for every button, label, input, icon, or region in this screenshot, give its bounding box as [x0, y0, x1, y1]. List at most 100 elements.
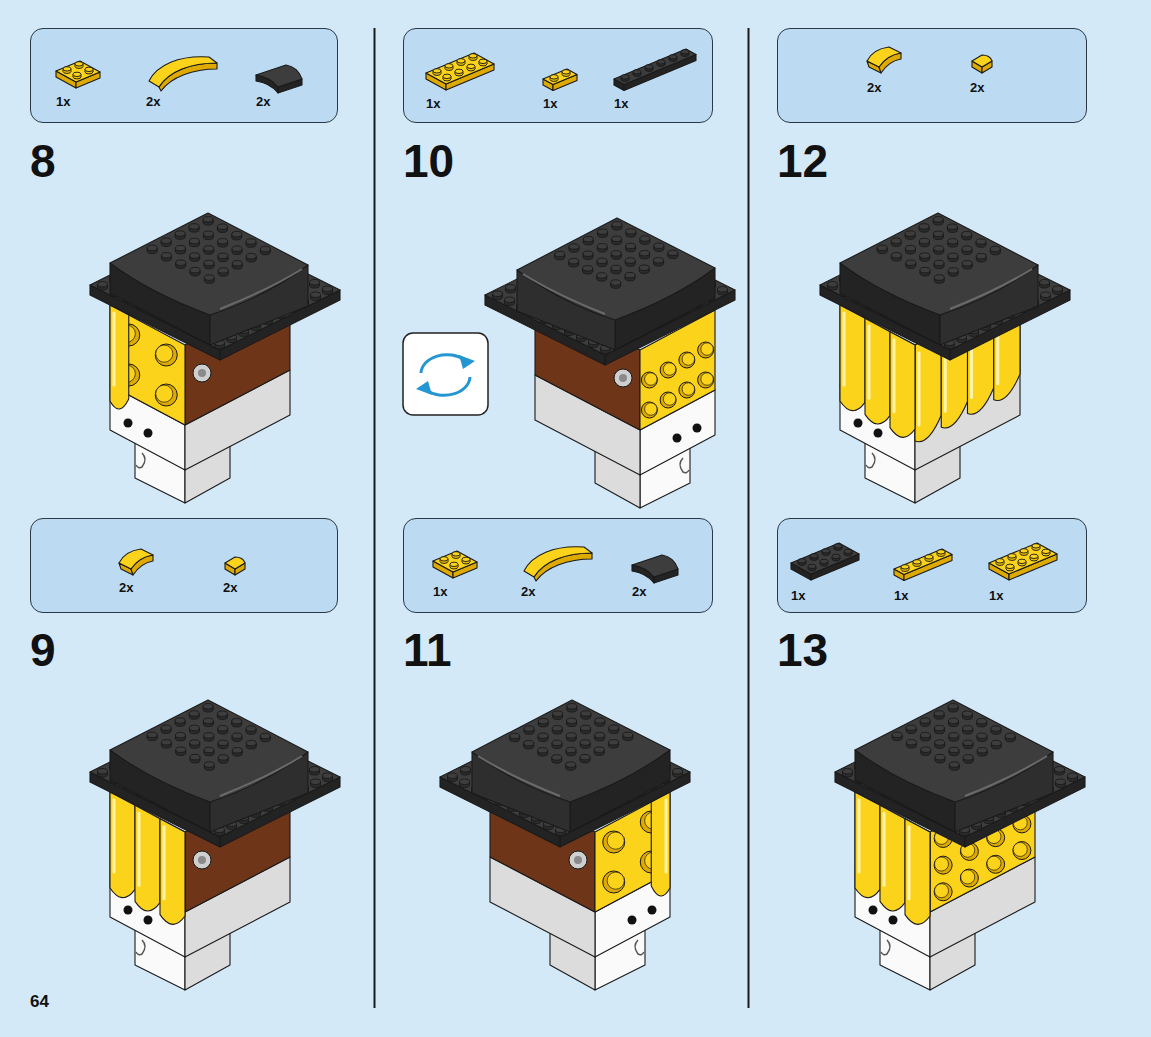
- stud: [204, 747, 214, 756]
- stud: [232, 748, 242, 757]
- stud: [660, 362, 676, 378]
- stud: [583, 266, 593, 275]
- stud: [147, 245, 157, 251]
- stud: [640, 236, 650, 242]
- stud: [654, 243, 664, 249]
- stud: [461, 767, 471, 776]
- stud: [640, 236, 650, 245]
- stud: [161, 725, 171, 731]
- stud: [569, 244, 579, 250]
- stud: [654, 258, 664, 264]
- stud: [260, 246, 270, 255]
- stud: [448, 773, 458, 779]
- stud: [189, 238, 199, 244]
- stud: [218, 268, 228, 274]
- stud: [625, 272, 635, 278]
- stud: [232, 261, 242, 267]
- stud: [625, 258, 635, 264]
- stud: [597, 258, 607, 267]
- stud: [98, 282, 108, 291]
- stud: [583, 251, 593, 260]
- stud: [175, 718, 185, 727]
- stud: [147, 732, 157, 741]
- brick-head: [440, 700, 690, 990]
- stud: [155, 384, 177, 406]
- stud: [175, 231, 185, 237]
- face-dot: [144, 916, 153, 925]
- stud: [611, 265, 621, 271]
- stud: [175, 245, 185, 254]
- stud: [639, 265, 649, 271]
- stud: [598, 229, 608, 238]
- stud: [203, 231, 213, 237]
- stud: [204, 762, 214, 768]
- stud: [189, 224, 199, 233]
- stud: [218, 726, 228, 732]
- stud: [460, 779, 470, 788]
- stud: [718, 287, 728, 293]
- stud: [660, 392, 676, 408]
- stud: [323, 286, 333, 292]
- stud: [175, 245, 185, 251]
- stud: [218, 239, 228, 248]
- stud: [310, 767, 320, 773]
- stud: [663, 363, 675, 375]
- stud: [217, 224, 227, 230]
- stud: [645, 403, 657, 415]
- stud: [698, 372, 714, 388]
- stud: [698, 342, 714, 358]
- stud: [161, 238, 171, 247]
- stud: [569, 244, 579, 253]
- stud: [203, 704, 213, 710]
- stud: [204, 246, 214, 252]
- stud: [625, 258, 635, 267]
- stud: [626, 243, 636, 252]
- stud: [217, 711, 227, 720]
- stud: [583, 236, 593, 245]
- stud: [232, 718, 242, 727]
- stud: [310, 767, 320, 776]
- stud: [569, 258, 579, 267]
- stud: [98, 769, 108, 778]
- stud: [641, 402, 657, 418]
- stud: [612, 222, 622, 228]
- eye: [574, 856, 582, 864]
- stud: [190, 267, 200, 276]
- stud: [161, 253, 171, 259]
- stud: [204, 762, 214, 771]
- stud: [218, 239, 228, 245]
- stud: [203, 217, 213, 223]
- stud: [597, 258, 607, 264]
- stud: [204, 275, 214, 281]
- stud: [461, 767, 471, 773]
- stud: [218, 755, 228, 764]
- stud: [639, 265, 649, 274]
- stud: [156, 385, 173, 402]
- stud: [583, 236, 593, 242]
- stud: [232, 748, 242, 754]
- stud: [583, 266, 593, 272]
- stud: [597, 244, 607, 253]
- stud: [641, 372, 657, 388]
- stud: [505, 297, 515, 306]
- stud: [310, 280, 320, 286]
- stud: [611, 280, 621, 289]
- stud: [555, 251, 565, 260]
- stud: [611, 265, 621, 274]
- face-dot: [648, 906, 657, 915]
- stud: [189, 711, 199, 717]
- stud: [448, 773, 458, 782]
- stud: [161, 725, 171, 734]
- stud: [147, 245, 157, 254]
- stud: [260, 733, 270, 739]
- stud: [246, 726, 256, 735]
- stud: [246, 239, 256, 248]
- stud: [232, 231, 242, 240]
- stud: [203, 217, 213, 226]
- stud: [611, 280, 621, 286]
- stud: [232, 246, 242, 252]
- brick-head: [90, 700, 340, 990]
- stud: [232, 733, 242, 742]
- stud: [640, 250, 650, 259]
- stud: [260, 733, 270, 742]
